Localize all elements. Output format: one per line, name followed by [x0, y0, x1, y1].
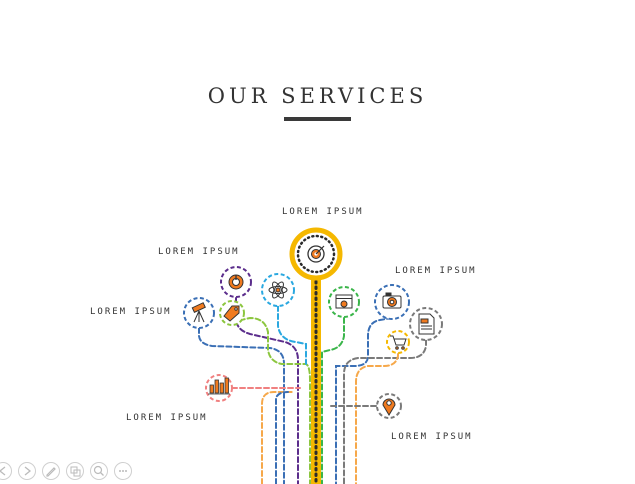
target-icon — [307, 245, 325, 263]
power-node — [220, 266, 252, 298]
more-icon — [119, 470, 127, 472]
connector-peach-left — [261, 391, 293, 484]
tag-node — [219, 300, 245, 326]
slides-icon — [70, 466, 81, 477]
pen-icon — [46, 467, 56, 477]
location-pin-icon — [382, 398, 396, 416]
browser-node — [328, 286, 360, 318]
camera-node — [374, 284, 410, 320]
page-title: OUR SERVICES — [207, 84, 428, 108]
telescope-node — [183, 297, 215, 329]
zoom-icon — [93, 465, 104, 476]
label-lower-right: LOREM IPSUM — [391, 432, 473, 442]
label-upper-left: LOREM IPSUM — [158, 247, 240, 257]
previous-icon — [0, 466, 6, 476]
next-icon — [24, 466, 32, 476]
label-lower-left: LOREM IPSUM — [126, 413, 208, 423]
location-node — [376, 393, 402, 419]
connector-lime — [231, 316, 311, 484]
cart-node — [386, 330, 410, 354]
title-underline — [284, 117, 351, 121]
camera-icon — [382, 292, 402, 309]
label-upper-right: LOREM IPSUM — [395, 266, 477, 276]
label-left: LOREM IPSUM — [90, 307, 172, 317]
connector-navy-right — [335, 317, 393, 484]
connector-navy-left — [275, 391, 289, 484]
label-top: LOREM IPSUM — [282, 207, 364, 217]
tag-icon — [223, 305, 240, 322]
target-node — [289, 227, 343, 281]
power-icon — [228, 274, 244, 290]
telescope-icon — [191, 302, 206, 323]
bar-chart-node — [205, 374, 233, 402]
next-button[interactable] — [18, 462, 36, 480]
slides-button[interactable] — [66, 462, 84, 480]
atom-node — [261, 273, 295, 307]
connector-navy — [198, 327, 285, 484]
connector-green — [321, 317, 345, 484]
pen-button[interactable] — [42, 462, 60, 480]
connector-blue — [277, 305, 307, 365]
cart-icon — [390, 335, 407, 350]
document-node — [409, 307, 443, 341]
document-icon — [418, 313, 435, 335]
atom-icon — [268, 281, 288, 299]
zoom-button[interactable] — [90, 462, 108, 480]
browser-icon — [335, 294, 353, 309]
more-button[interactable] — [114, 462, 132, 480]
connector-gray-right — [343, 339, 427, 484]
bar-chart-icon — [208, 377, 230, 395]
connector-peach-right — [355, 353, 399, 484]
previous-button[interactable] — [0, 462, 12, 480]
